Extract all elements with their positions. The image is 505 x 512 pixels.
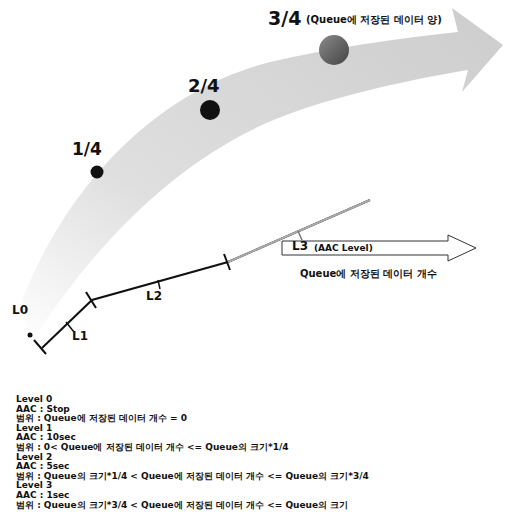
level-tick [34, 340, 46, 354]
growth-arrow [22, 8, 503, 345]
level-title: Level 1 [16, 424, 52, 433]
start-dot [28, 333, 33, 338]
level-title: Level 0 [16, 395, 52, 404]
aac-value: AAC : 5sec [16, 462, 69, 471]
range-text: 범위 : Queue에 저장된 데이터 개수 = 0 [16, 414, 187, 423]
aac-value: AAC : 10sec [16, 433, 76, 442]
level-fraction: 1/4 [72, 140, 102, 160]
bracket-mark [158, 280, 160, 289]
level-name: L2 [146, 290, 162, 304]
quarter-circle [91, 166, 104, 179]
bracket-mark [298, 231, 302, 240]
level-name: L1 [72, 330, 88, 344]
level-tick [224, 254, 230, 270]
level-fraction: 3/4 [268, 8, 301, 30]
level-tick [86, 292, 96, 308]
level-name: L3 [292, 240, 308, 254]
fraction-note: (Queue에 저장된 데이터 양) [306, 14, 442, 26]
range-text: 범위 : 0< Queue에 저장된 데이터 개수 <= Queue의 크기*1… [16, 443, 289, 452]
three-quarter-circle [319, 35, 349, 65]
level-title: Level 3 [16, 481, 52, 490]
level-title: Level 2 [16, 453, 52, 462]
aac-value: AAC : Stop [16, 405, 70, 414]
aac-value: AAC : 1sec [16, 491, 69, 500]
range-text: 범위 : Queue의 크기*1/4 < Queue에 저장된 데이터 개수 <… [16, 472, 369, 481]
axis-label: Queue에 저장된 데이터 개수 [300, 268, 437, 280]
level-note: (AAC Level) [314, 243, 373, 253]
level-name: L0 [12, 304, 28, 318]
outline-arrow [282, 235, 476, 261]
level-fraction: 2/4 [188, 76, 220, 97]
range-text: 범위 : Queue의 크기*3/4 < Queue에 저장된 데이터 개수 <… [16, 501, 348, 510]
half-circle [200, 100, 220, 120]
